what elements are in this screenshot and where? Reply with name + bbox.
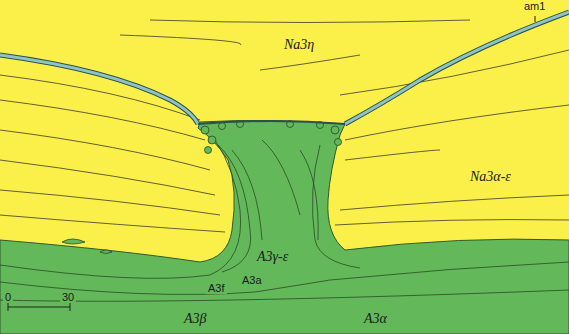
leader-line bbox=[535, 16, 536, 22]
unit-label: A3γ-ε bbox=[255, 250, 290, 264]
unit-label: A3β bbox=[182, 312, 209, 326]
scale-tick bbox=[8, 303, 9, 311]
anhydrite-lens bbox=[100, 250, 112, 254]
scale-tick bbox=[70, 303, 71, 311]
am1-band bbox=[345, 12, 569, 124]
am1-band bbox=[0, 55, 198, 124]
unit-label: Na3α-ε bbox=[468, 170, 513, 184]
cap-top bbox=[198, 121, 345, 124]
scale-number: 0 bbox=[3, 292, 13, 303]
cap-nodules bbox=[201, 121, 342, 154]
unit-label: am1 bbox=[522, 1, 547, 12]
anhydrite-body bbox=[0, 120, 569, 334]
unit-label: A3a bbox=[240, 275, 264, 286]
am1-band bbox=[345, 12, 569, 124]
anhydrite-lens bbox=[62, 239, 85, 244]
unit-label: A3f bbox=[206, 283, 227, 294]
scale-number: 30 bbox=[60, 292, 76, 303]
unit-label: A3α bbox=[362, 312, 389, 326]
am1-band bbox=[0, 55, 198, 124]
scale-bar bbox=[8, 306, 70, 307]
anhydrite-lines bbox=[0, 140, 569, 301]
unit-label: Na3η bbox=[282, 38, 316, 52]
